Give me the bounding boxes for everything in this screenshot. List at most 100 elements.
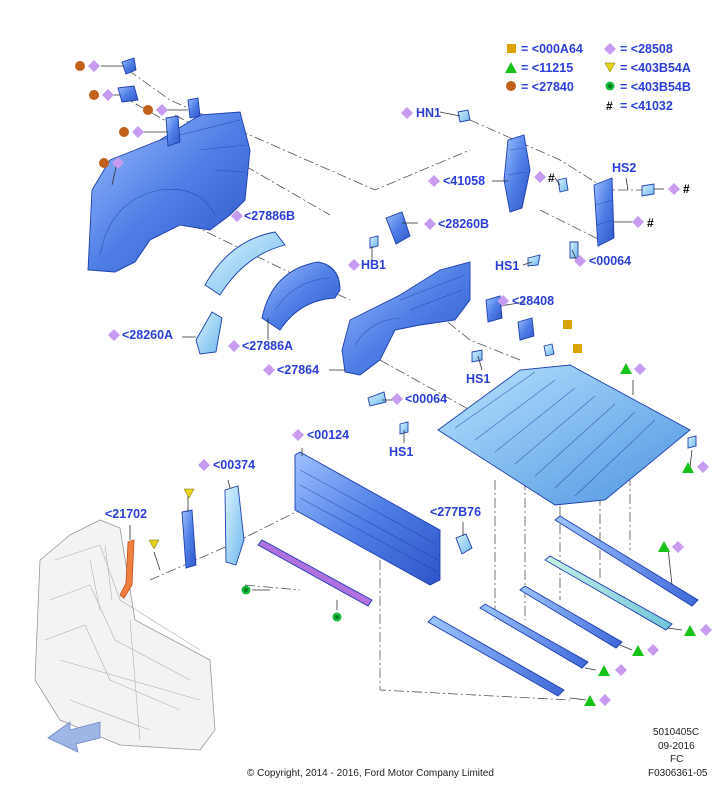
callout-277b76: <277B76 bbox=[430, 505, 481, 519]
footer: © Copyright, 2014 - 2016, Ford Motor Com… bbox=[247, 727, 708, 779]
square-yellow-symbol bbox=[573, 344, 582, 353]
inverted-triangle-yellow-symbol bbox=[183, 488, 195, 499]
diamond-purple-symbol bbox=[102, 89, 114, 101]
callout-27886b: <27886B bbox=[244, 209, 295, 223]
callout-28408: <28408 bbox=[512, 294, 554, 308]
triangle-green-symbol bbox=[684, 625, 696, 636]
circle-brown-symbol bbox=[75, 61, 85, 71]
inner-body-side-panel bbox=[341, 261, 471, 376]
crossmember-5 bbox=[427, 615, 565, 697]
callout-hash-2: # bbox=[647, 216, 654, 230]
small-fastener-parts bbox=[367, 109, 697, 449]
legend-flower-green-icon bbox=[605, 81, 615, 91]
diamond-purple-symbol bbox=[108, 329, 120, 341]
front-direction-arrow bbox=[47, 721, 101, 753]
legend-diamond-purple-text: = <28508 bbox=[620, 42, 673, 56]
diagram-fc: FC bbox=[670, 754, 683, 765]
circle-brown-symbol bbox=[119, 127, 129, 137]
flower-green-symbol bbox=[241, 585, 251, 595]
wheelhouse-outer-27886a bbox=[261, 261, 341, 331]
legend-triangle-green-text: = <11215 bbox=[521, 61, 573, 75]
bracket-28408 bbox=[485, 295, 535, 341]
callout-28260a: <28260A bbox=[122, 328, 173, 342]
diamond-purple-symbol bbox=[634, 363, 646, 375]
diamond-purple-symbol bbox=[497, 295, 509, 307]
diamond-purple-symbol bbox=[292, 429, 304, 441]
callout-hs2: HS2 bbox=[612, 161, 636, 175]
diamond-purple-symbol bbox=[391, 393, 403, 405]
circle-brown-symbol bbox=[99, 158, 109, 168]
callout-28260b: <28260B bbox=[438, 217, 489, 231]
callout-hash-1: # bbox=[548, 171, 555, 185]
callout-27864: <27864 bbox=[277, 363, 319, 377]
triangle-green-symbol bbox=[632, 645, 644, 656]
diamond-purple-symbol bbox=[424, 218, 436, 230]
diamond-purple-symbol bbox=[198, 459, 210, 471]
front-panel-reinforcement bbox=[257, 539, 373, 607]
diamond-purple-symbol bbox=[112, 157, 124, 169]
legend-triangle-green-icon bbox=[505, 62, 517, 73]
diamond-purple-symbol bbox=[156, 104, 168, 116]
diamond-purple-symbol bbox=[697, 461, 709, 473]
triangle-green-symbol bbox=[620, 363, 632, 374]
legend-circle-brown-text: = <27840 bbox=[521, 80, 574, 94]
legend-hash-icon: # bbox=[606, 99, 613, 113]
callout-41058: <41058 bbox=[443, 174, 485, 188]
diamond-purple-symbol bbox=[599, 694, 611, 706]
diamond-purple-symbol bbox=[632, 216, 644, 228]
diamond-purple-symbol bbox=[700, 624, 712, 636]
bed-floor-panel bbox=[437, 364, 691, 506]
callout-hs1-middle: HS1 bbox=[466, 372, 490, 386]
diamond-purple-symbol bbox=[534, 171, 546, 183]
wheelhouse-filler-28260a bbox=[195, 311, 223, 355]
seal-21702 bbox=[119, 539, 135, 599]
triangle-green-symbol bbox=[584, 695, 596, 706]
front-panel-upright-41058 bbox=[503, 134, 531, 213]
legend-inverted-triangle-yellow-text: = <403B54A bbox=[620, 61, 691, 75]
front-panel-00124 bbox=[294, 451, 441, 586]
flower-green-symbol bbox=[332, 612, 342, 622]
callout-00374: <00374 bbox=[213, 458, 255, 472]
circle-brown-symbol bbox=[143, 105, 153, 115]
square-yellow-symbol bbox=[563, 320, 572, 329]
callout-labels: HN1 <41058 HS2 <27886B <28260B HB1 HS1 <… bbox=[105, 106, 690, 521]
callout-hs1-lower: HS1 bbox=[389, 445, 413, 459]
diagram-date: 09-2016 bbox=[658, 741, 695, 752]
pillar-bracket bbox=[181, 509, 197, 569]
diamond-purple-symbol bbox=[428, 175, 440, 187]
front-panel-pillar-00374 bbox=[224, 485, 245, 566]
callout-00124: <00124 bbox=[307, 428, 349, 442]
diagram-symbols bbox=[75, 60, 712, 706]
legend-inverted-triangle-yellow-icon bbox=[604, 62, 616, 73]
diamond-purple-symbol bbox=[668, 183, 680, 195]
callout-00064-lower: <00064 bbox=[405, 392, 447, 406]
legend-square-yellow-text: = <000A64 bbox=[521, 42, 583, 56]
callout-21702: <21702 bbox=[105, 507, 147, 521]
callout-hn1: HN1 bbox=[416, 106, 441, 120]
callout-00064-upper: <00064 bbox=[589, 254, 631, 268]
crossmember-1 bbox=[554, 515, 699, 607]
legend-diamond-purple-icon bbox=[604, 43, 616, 55]
triangle-green-symbol bbox=[598, 665, 610, 676]
diamond-purple-symbol bbox=[574, 255, 586, 267]
crossmember-3 bbox=[519, 585, 623, 649]
diagram-reference: F0306361-05 bbox=[648, 768, 708, 779]
callout-27886a: <27886A bbox=[242, 339, 293, 353]
bracket-28260b bbox=[385, 211, 411, 245]
diamond-purple-symbol bbox=[228, 340, 240, 352]
diamond-purple-symbol bbox=[401, 107, 413, 119]
callout-hs1-upper: HS1 bbox=[495, 259, 519, 273]
rear-pillar-hs2 bbox=[593, 177, 615, 247]
legend-circle-brown-icon bbox=[506, 81, 516, 91]
cab-floor-reference bbox=[34, 519, 216, 751]
copyright-text: © Copyright, 2014 - 2016, Ford Motor Com… bbox=[247, 768, 494, 779]
diamond-purple-symbol bbox=[263, 364, 275, 376]
crossmember-2 bbox=[544, 555, 673, 631]
wheelhouse-inner-27886b bbox=[204, 231, 286, 296]
diamond-purple-symbol bbox=[672, 541, 684, 553]
crossmember-4 bbox=[479, 603, 589, 669]
inverted-triangle-yellow-symbol bbox=[148, 539, 160, 550]
diamond-purple-symbol bbox=[615, 664, 627, 676]
diamond-purple-symbol bbox=[88, 60, 100, 72]
